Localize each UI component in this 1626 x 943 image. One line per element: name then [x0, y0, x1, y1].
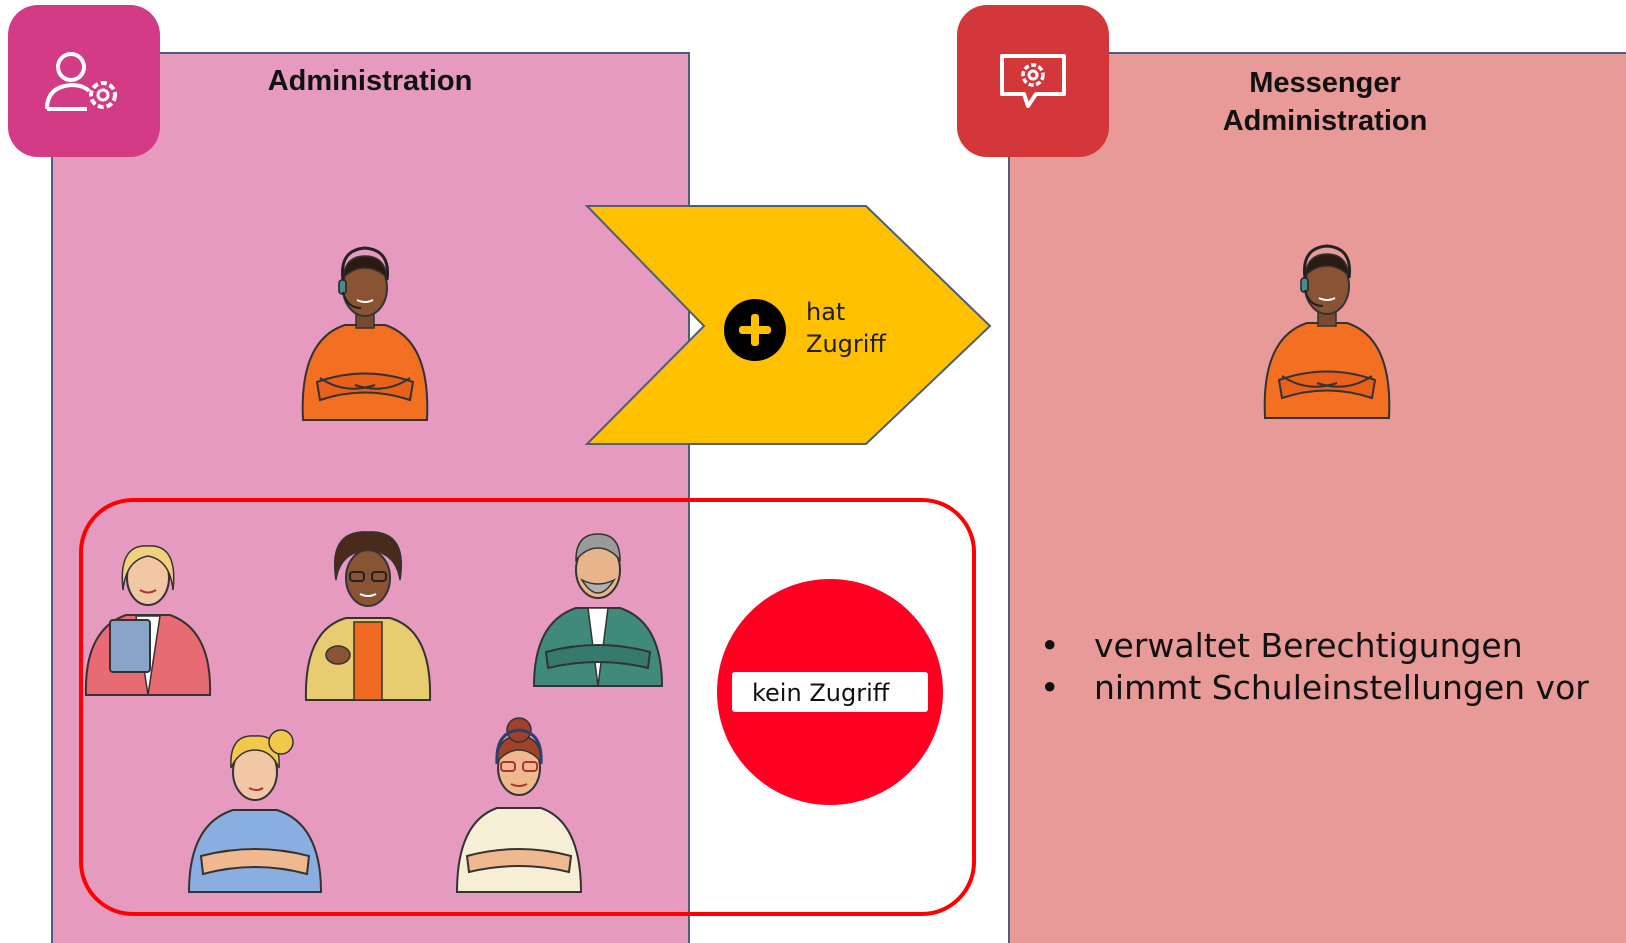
person-woman-with-tablet	[84, 545, 212, 696]
bullet: •	[1040, 626, 1060, 665]
administration-app-tile	[8, 5, 160, 157]
list-item: • nimmt Schuleinstellungen vor	[1040, 667, 1589, 709]
access-label-line2: Zugriff	[806, 330, 886, 358]
duty-text: nimmt Schuleinstellungen vor	[1094, 668, 1589, 707]
messenger-administration-panel	[1008, 52, 1626, 943]
messenger-duties-list: • verwaltet Berechtigungen • nimmt Schulei…	[1040, 625, 1589, 709]
messenger-administration-title: Messenger Administration	[1185, 64, 1465, 140]
administration-title: Administration	[267, 65, 473, 97]
duty-text: verwaltet Berechtigungen	[1094, 626, 1523, 665]
messenger-app-tile	[957, 5, 1109, 157]
messenger-title-line2: Administration	[1222, 105, 1428, 137]
bullet: •	[1040, 668, 1060, 707]
access-arrow	[584, 205, 992, 445]
admin-person	[301, 246, 429, 422]
restricted-group-frame	[79, 498, 976, 916]
access-arrow-label: hat Zugriff	[806, 296, 886, 360]
messenger-title-line1: Messenger	[1249, 67, 1401, 99]
user-gear-icon	[45, 52, 117, 111]
person-woman-with-headset	[455, 717, 583, 893]
chat-gear-icon	[1000, 54, 1066, 108]
administration-panel	[51, 52, 690, 943]
messenger-admin-person	[1263, 244, 1391, 420]
person-woman-arms-crossed	[187, 729, 323, 893]
access-label-line1: hat	[806, 298, 846, 326]
no-access-label: kein Zugriff	[732, 672, 928, 712]
person-woman-gesturing	[304, 531, 432, 701]
list-item: • verwaltet Berechtigungen	[1040, 625, 1589, 667]
person-older-man	[532, 533, 664, 687]
plus-circle-icon	[724, 299, 786, 361]
